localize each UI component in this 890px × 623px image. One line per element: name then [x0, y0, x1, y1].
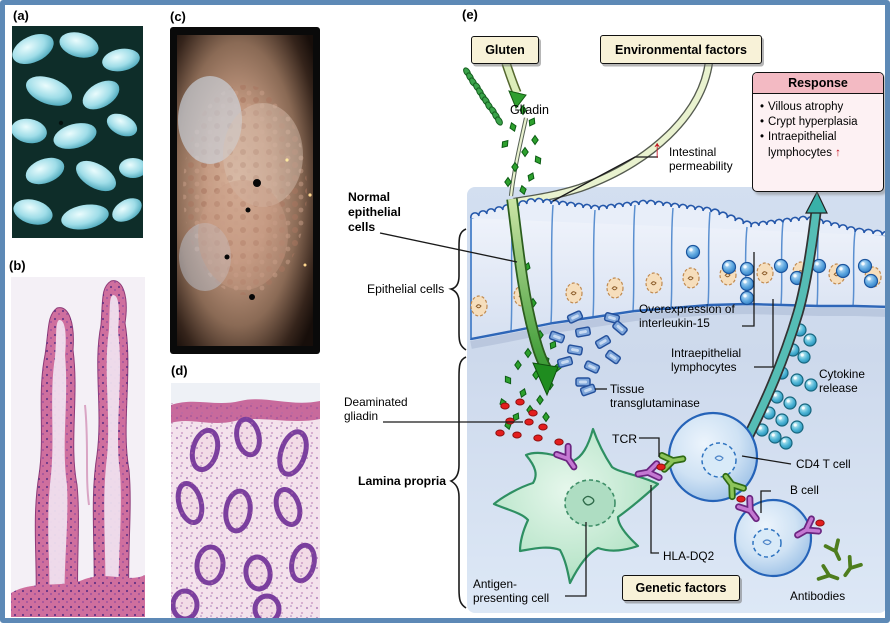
up-arrow-icon: ↑ — [835, 146, 841, 159]
genetic-factors-box: Genetic factors — [622, 575, 740, 601]
label-overexpression-il15: Overexpression of interleukin-15 — [639, 302, 735, 331]
panel-b-label: (b) — [9, 258, 26, 273]
panel-e-label: (e) — [462, 7, 478, 22]
figure-artwork — [11, 26, 885, 618]
panel-d-label: (d) — [171, 363, 188, 378]
bullet-icon: • — [760, 131, 765, 144]
response-title: Response — [753, 73, 883, 94]
label-tcr: TCR — [612, 432, 638, 446]
panel-c-photo — [170, 27, 320, 354]
antigen-presenting-cell-shape — [492, 427, 660, 585]
up-arrow-icon: ↑ — [652, 135, 663, 163]
panel-c-label: (c) — [170, 9, 186, 24]
cytokine-response-arrow — [743, 190, 828, 440]
gliadin-translocation-arrow — [506, 198, 559, 397]
panel-b-micrograph — [11, 277, 145, 617]
label-cd4-t-cell: CD4 T cell — [796, 457, 851, 471]
response-item: • Intraepithelial lymphocytes ↑ — [760, 130, 878, 160]
bullet-icon: • — [760, 116, 765, 129]
panel-a-micrograph — [12, 26, 143, 238]
label-b-cell: B cell — [790, 483, 819, 497]
gluten-molecule-shape — [463, 67, 503, 126]
label-deaminated-gliadin: Deaminated gliadin — [344, 395, 408, 424]
panel-d-micrograph — [171, 383, 320, 618]
label-antigen-presenting-cell: Antigen-presenting cell — [473, 577, 550, 606]
region-braces — [448, 228, 467, 609]
gluten-box: Gluten — [471, 36, 539, 64]
label-hla-dq2: HLA-DQ2 — [663, 549, 715, 563]
label-intestinal-permeability: Intestinal permeability — [669, 145, 733, 174]
label-epithelial-cells: Epithelial cells — [367, 282, 445, 296]
response-item: • Crypt hyperplasia — [760, 115, 878, 130]
epithelium — [470, 197, 885, 349]
environmental-factors-tube — [513, 61, 714, 207]
label-tissue-transglutaminase: Tissue transglutaminase — [610, 382, 700, 411]
gluten-to-gliadin-arrow — [501, 61, 527, 109]
microvilli-brush-border — [470, 197, 885, 236]
response-box: Response • Villous atrophy • Crypt hyper… — [752, 72, 884, 192]
panel-e-diagram — [379, 61, 885, 613]
label-intraepithelial-lymphocytes: Intraepithelial lymphocytes — [671, 346, 742, 375]
label-gliadin: Gliadin — [510, 103, 549, 117]
response-item: • Villous atrophy — [760, 100, 878, 115]
label-antibodies: Antibodies — [790, 589, 846, 603]
environmental-factors-box: Environmental factors — [600, 35, 762, 64]
label-cytokine-release: Cytokine release — [819, 367, 865, 396]
label-pointer-lines — [379, 156, 792, 597]
panel-a-label: (a) — [13, 8, 29, 23]
gliadin-path-tube — [508, 117, 529, 197]
label-lamina-propria: Lamina propria — [358, 474, 447, 488]
bullet-icon: • — [760, 101, 765, 113]
basement-membrane — [470, 302, 885, 341]
label-normal-epithelial-cells: Normal epithelial cells — [348, 190, 401, 234]
